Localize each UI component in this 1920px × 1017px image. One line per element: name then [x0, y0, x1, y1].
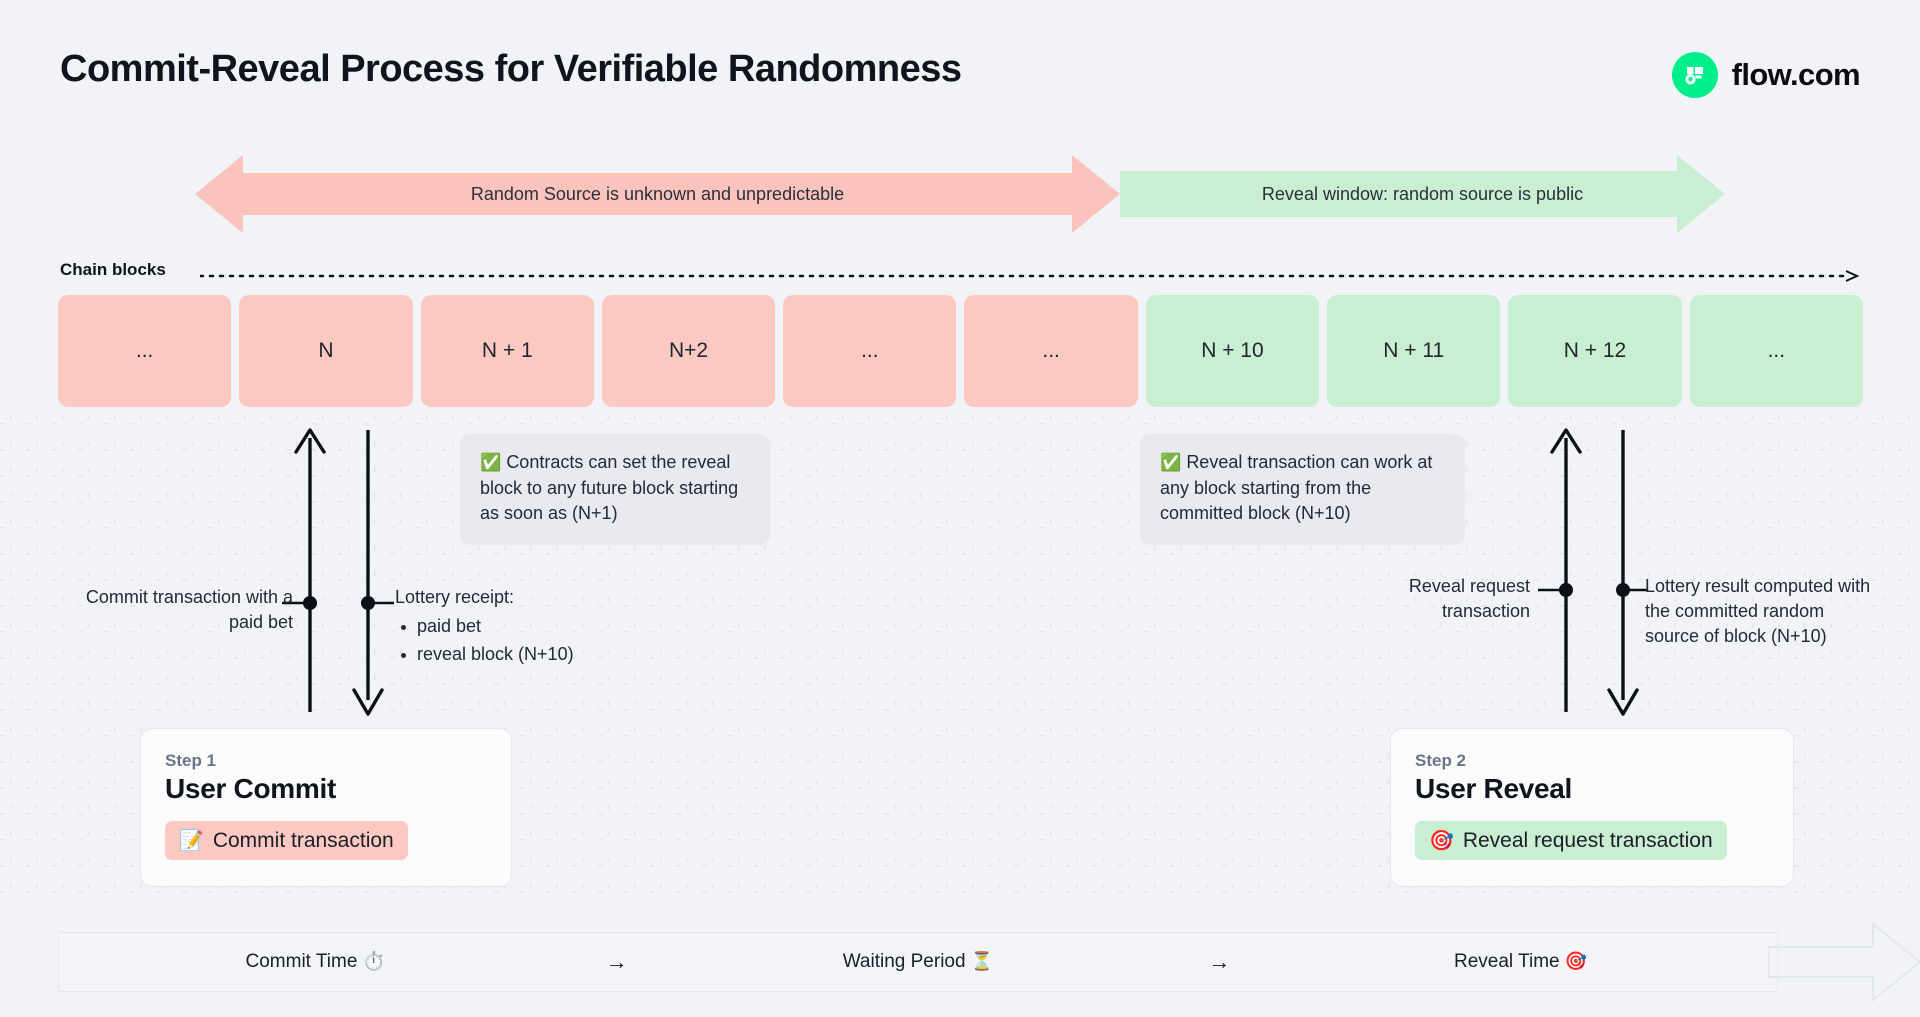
lottery-receipt-list: paid bet reveal block (N+10): [395, 614, 695, 667]
annotation-commit-transaction: Commit transaction with a paid bet: [85, 587, 293, 632]
reveal-request-transaction-chip[interactable]: 🎯 Reveal request transaction: [1415, 821, 1727, 860]
check-mark-button-emoji: ✅: [1160, 453, 1182, 472]
annotation-reveal-request: Reveal request transaction: [1408, 576, 1530, 621]
block-cell[interactable]: N + 12: [1508, 295, 1682, 407]
note-reveal-transaction-window: ✅ Reveal transaction can work at any blo…: [1140, 434, 1465, 545]
banner-reveal-window: Reveal window: random source is public: [1120, 155, 1725, 233]
block-cell[interactable]: ...: [1689, 295, 1863, 407]
block-cell[interactable]: N+2: [601, 295, 776, 407]
banner-unknown-label: Random Source is unknown and unpredictab…: [470, 183, 845, 204]
lottery-result-arrow-down: [1607, 430, 1648, 716]
timeline-body: Commit Time ⏱️ → Waiting Period ⏳ → Reve…: [58, 932, 1778, 992]
chain-blocks-label: Chain blocks: [60, 260, 166, 279]
list-item: reveal block (N+10): [395, 642, 695, 667]
step-kicker: Step 1: [165, 751, 217, 770]
block-cell[interactable]: N: [239, 295, 413, 407]
chain-axis-dotted-arrow: [200, 270, 1860, 282]
receipt-arrow-down: [352, 430, 394, 716]
banner-reveal-label: Reveal window: random source is public: [1261, 183, 1584, 204]
direct-hit-emoji: 🎯: [1564, 951, 1588, 971]
direct-hit-emoji: 🎯: [1429, 830, 1454, 852]
commit-transaction-chip[interactable]: 📝 Commit transaction: [165, 821, 408, 860]
list-item: paid bet: [395, 614, 695, 639]
bottom-timeline: Commit Time ⏱️ → Waiting Period ⏳ → Reve…: [58, 922, 1920, 1002]
reveal-request-chip-label: Reveal request transaction: [1462, 828, 1713, 852]
brand-name: flow.com: [1731, 57, 1861, 92]
step-kicker: Step 2: [1415, 751, 1467, 770]
timeline-separator-arrow: →: [1208, 949, 1231, 974]
block-cell[interactable]: ...: [783, 295, 957, 407]
timeline-segment-waiting-period: Waiting Period ⏳: [662, 951, 1175, 973]
step-title: User Reveal: [1415, 773, 1573, 804]
step-title: User Commit: [165, 773, 336, 804]
timeline-segment-reveal-time: Reveal Time 🎯: [1264, 951, 1777, 973]
step-card-user-reveal[interactable]: Step 2 User Reveal 🎯 Reveal request tran…: [1390, 728, 1794, 887]
timeline-segment-commit-time: Commit Time ⏱️: [59, 951, 572, 973]
memo-emoji: 📝: [179, 830, 204, 852]
timeline-segment-label: Commit Time: [245, 951, 358, 972]
timeline-segment-label: Reveal Time: [1454, 951, 1560, 972]
lottery-receipt-title: Lottery receipt:: [395, 587, 515, 607]
check-mark-button-emoji: ✅: [480, 453, 502, 472]
block-cell[interactable]: N + 11: [1327, 295, 1501, 407]
block-cell[interactable]: ...: [964, 295, 1138, 407]
block-cell[interactable]: N + 10: [1145, 295, 1320, 407]
brand-logo: flow.com: [1671, 52, 1861, 98]
annotation-lottery-result: Lottery result computed with the committ…: [1645, 576, 1871, 646]
note-reveal-text: Reveal transaction can work at any block…: [1160, 452, 1433, 524]
commit-arrow-up: [282, 428, 326, 712]
block-cell[interactable]: ...: [58, 295, 232, 407]
reveal-request-arrow-up: [1538, 428, 1582, 712]
timeline-arrow-head: [1768, 922, 1920, 1002]
block-cell[interactable]: N + 1: [420, 295, 594, 407]
chain-block-row: ... N N + 1 N+2 ... ... N + 10 N + 11 N …: [58, 295, 1863, 407]
hourglass-emoji: ⏳: [970, 951, 994, 971]
phase-banner-row: Random Source is unknown and unpredictab…: [195, 155, 1725, 233]
banner-random-unknown: Random Source is unknown and unpredictab…: [195, 155, 1120, 233]
step-card-user-commit[interactable]: Step 1 User Commit 📝 Commit transaction: [140, 728, 512, 887]
commit-transaction-chip-label: Commit transaction: [212, 828, 394, 852]
annotation-lottery-receipt: Lottery receipt: paid bet reveal block (…: [395, 585, 695, 666]
flow-logo-icon: [1671, 52, 1718, 98]
note-contracts-reveal-block: ✅ Contracts can set the reveal block to …: [460, 434, 770, 545]
timeline-segment-label: Waiting Period: [842, 951, 966, 972]
timeline-separator-arrow: →: [605, 949, 628, 974]
page-title: Commit-Reveal Process for Verifiable Ran…: [60, 48, 962, 90]
note-commit-text: Contracts can set the reveal block to an…: [480, 452, 739, 524]
stopwatch-emoji: ⏱️: [362, 951, 386, 971]
